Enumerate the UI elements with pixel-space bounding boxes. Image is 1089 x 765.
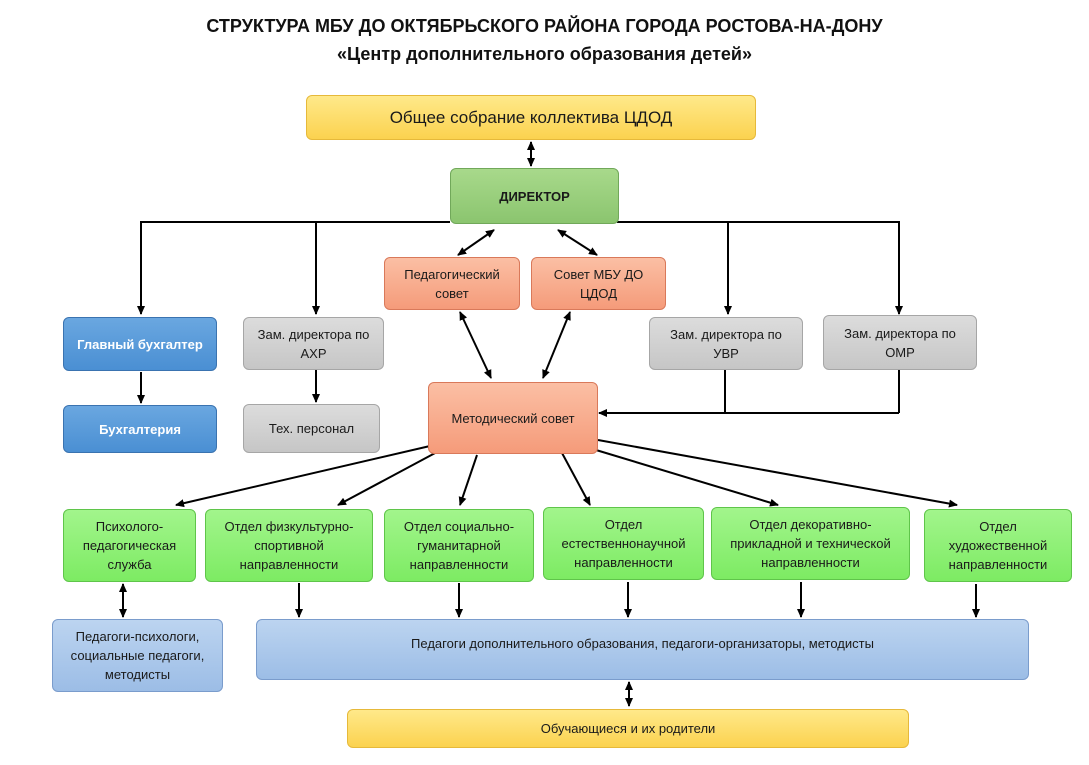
- tech-staff-node: Тех. персонал: [243, 404, 380, 453]
- students-parents-node: Обучающиеся и их родители: [347, 709, 909, 748]
- diagram-subtitle: «Центр дополнительного образования детей…: [337, 44, 752, 64]
- methodical-council-node: Методический совет: [428, 382, 598, 454]
- diagram-title: СТРУКТУРА МБУ ДО ОКТЯБРЬСКОГО РАЙОНА ГОР…: [206, 16, 883, 36]
- psych-teachers-node: Педагоги-психологи, социальные педагоги,…: [52, 619, 223, 692]
- dept-science-node: Отдел естественнонаучной направленности: [543, 507, 704, 580]
- general-meeting-node: Общее собрание коллектива ЦДОД: [306, 95, 756, 140]
- additional-teachers-node: Педагоги дополнительного образования, пе…: [256, 619, 1029, 680]
- accounting-node: Бухгалтерия: [63, 405, 217, 453]
- pedagogical-council-node: Педагогический совет: [384, 257, 520, 310]
- council-mbu-node: Совет МБУ ДО ЦДОД: [531, 257, 666, 310]
- dept-decorative-node: Отдел декоративно-прикладной и техническ…: [711, 507, 910, 580]
- dept-sport-node: Отдел физкультурно-спортивной направленн…: [205, 509, 373, 582]
- director-node: ДИРЕКТОР: [450, 168, 619, 224]
- deputy-uvr-node: Зам. директора по УВР: [649, 317, 803, 370]
- deputy-omr-node: Зам. директора по ОМР: [823, 315, 977, 370]
- dept-social-node: Отдел социально-гуманитарной направленно…: [384, 509, 534, 582]
- chief-accountant-node: Главный бухгалтер: [63, 317, 217, 371]
- psych-service-node: Психолого-педагогическая служба: [63, 509, 196, 582]
- dept-art-node: Отдел художественной направленности: [924, 509, 1072, 582]
- deputy-ahr-node: Зам. директора по АХР: [243, 317, 384, 370]
